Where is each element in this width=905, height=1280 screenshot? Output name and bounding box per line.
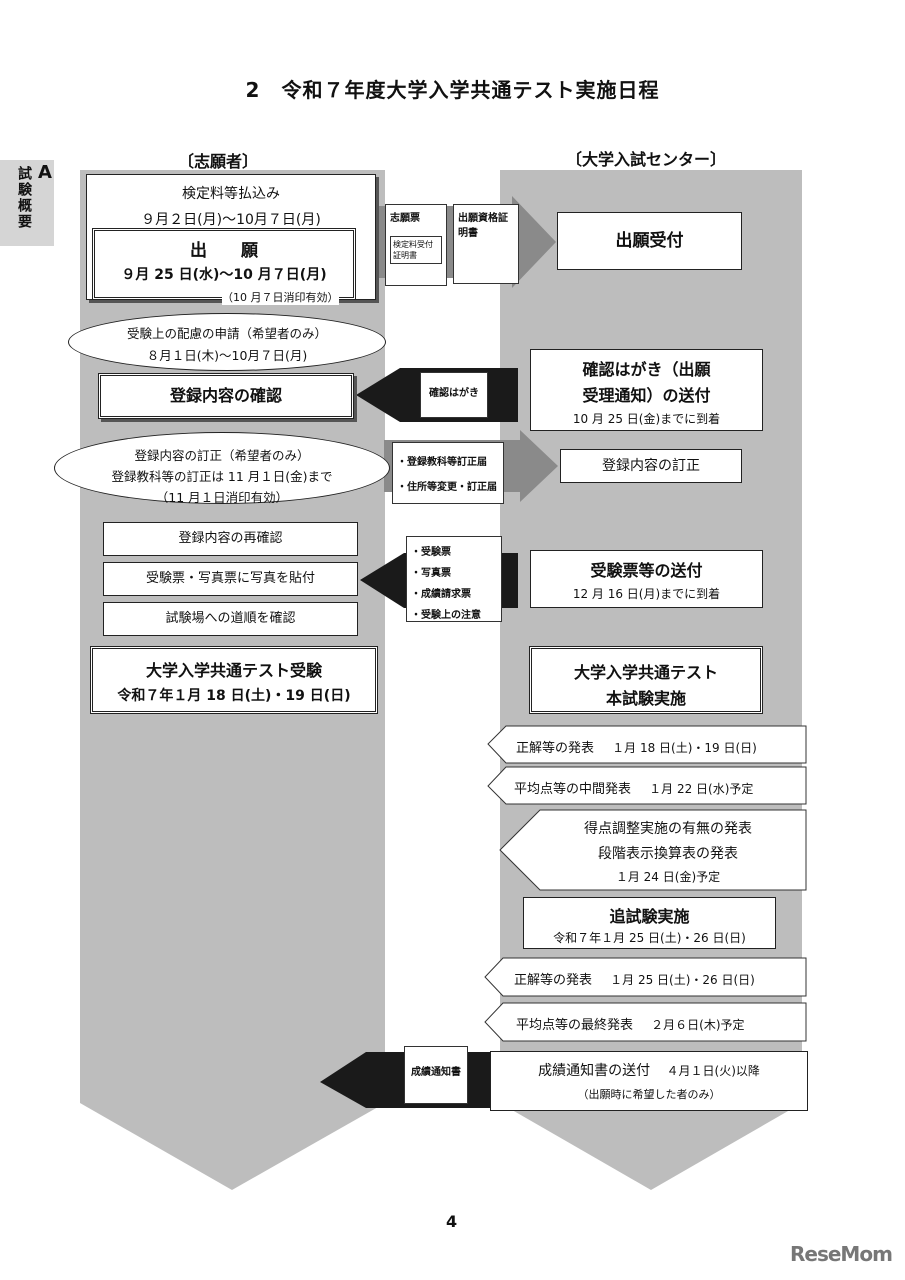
side-tab-letter: A [38,162,52,183]
registration-correction: 登録内容の訂正（希望者のみ） 登録教科等の訂正は 11 月１日(金)まで （11… [54,432,390,505]
reconfirm-box: 登録内容の再確認 [103,522,358,556]
avg-mid: 平均点等の中間発表 １月 22 日(水)予定 [514,778,753,797]
answers1: 正解等の発表 １月 18 日(土)・19 日(日) [516,737,757,756]
doc-correction-2: ・住所等変更・訂正届 [397,482,497,493]
application-title: 出 願 [190,241,258,261]
adjust-line1: 得点調整実施の有無の発表 [584,821,752,837]
main-exam-box: 大学入学共通テスト 本試験実施 [529,646,763,714]
correction-line3: （11 月１日消印有効） [155,490,289,505]
postcard-arrival: 10 月 25 日(金)までに到着 [572,412,721,426]
retest-box: 追試験実施 令和７年１月 25 日(土)・26 日(日) [523,897,776,949]
answers2-date: １月 25 日(土)・26 日(日) [610,973,755,987]
column-header-center: 〔大学入試センター〕 [566,150,727,169]
doc-item-3: ・受験上の注意 [411,610,481,621]
postcard-send-box: 確認はがき（出願 受理通知）の送付 10 月 25 日(金)までに到着 [530,349,763,431]
postcard-doc: 確認はがき [420,372,488,418]
avg-final-label: 平均点等の最終発表 [516,1018,634,1033]
score-send-label: 成績通知書の送付 [538,1063,651,1079]
application-form-doc: 志願票 検定料受付証明書 [385,204,447,286]
doc-correction-1: ・登録教科等訂正届 [397,457,487,468]
side-tab: 試験概要 A [0,160,54,246]
correction-docs: ・登録教科等訂正届 ・住所等変更・訂正届 [392,442,504,504]
adjust-announcement: 得点調整実施の有無の発表 段階表示換算表の発表 １月 24 日(金)予定 [548,818,788,885]
score-send-line: 成績通知書の送付 ４月１日(火)以降 [491,1060,807,1080]
consideration-line1: 受験上の配慮の申請（希望者のみ） [126,326,327,341]
avg-final-date: ２月６日(木)予定 [651,1018,745,1032]
exam-dates: 令和７年１月 18 日(土)・19 日(日) [117,688,351,704]
avg-final-shape [484,1002,807,1042]
fee-title: 検定料等払込み [182,186,280,202]
avg-mid-label: 平均点等の中間発表 [514,782,632,797]
avg-mid-shape [487,766,807,805]
application-box: 出 願 ９月 25 日(水)～10 月７日(月) [92,228,356,300]
fee-dates: ９月２日(月)～10月７日(月) [141,212,321,228]
retest-title: 追試験実施 [609,907,690,926]
answers1-label: 正解等の発表 [516,741,595,756]
doc-application-form: 志願票 [390,213,420,224]
reception-box: 出願受付 [557,212,742,270]
main-exam-line2: 本試験実施 [605,689,686,708]
postcard-line2: 受理通知）の送付 [582,386,711,405]
eligibility-certificate-doc: 出願資格証明書 [453,204,519,284]
postcard-line1: 確認はがき（出願 [582,360,711,379]
main-exam-line1: 大学入学共通テスト [573,663,718,682]
exam-title: 大学入学共通テスト受験 [145,661,322,680]
exam-box: 大学入学共通テスト受験 令和７年１月 18 日(土)・19 日(日) [90,646,378,714]
page-title: 2 令和７年度大学入学共通テスト実施日程 [245,78,660,102]
tickets-arrival: 12 月 16 日(月)までに到着 [572,587,721,601]
score-send-box: 成績通知書の送付 ４月１日(火)以降 （出願時に希望した者のみ） [490,1051,808,1111]
tickets-title: 受験票等の送付 [590,561,703,580]
score-notice-doc: 成績通知書 [404,1046,468,1104]
check-route-box: 試験場への道順を確認 [103,602,358,636]
score-send-note: （出願時に希望した者のみ） [577,1088,721,1101]
doc-item-0: ・受験票 [411,547,451,558]
center-correction-box: 登録内容の訂正 [560,449,742,483]
side-tab-text: 試験概要 [16,166,32,230]
watermark-logo: ReseMom [790,1242,893,1266]
answers2: 正解等の発表 １月 25 日(土)・26 日(日) [514,969,755,988]
doc-item-1: ・写真票 [411,568,451,579]
application-note: （10 月７日消印有効） [222,289,339,305]
consideration-line2: ８月１日(木)～10月７日(月) [146,348,308,363]
score-send-date: ４月１日(火)以降 [666,1064,760,1078]
answers1-date: １月 18 日(土)・19 日(日) [612,741,757,755]
avg-mid-date: １月 22 日(水)予定 [649,782,754,796]
confirm-registration-box: 登録内容の確認 [98,373,354,419]
answers2-label: 正解等の発表 [514,973,593,988]
doc-fee-certificate: 検定料受付証明書 [390,236,442,264]
application-dates: ９月 25 日(水)～10 月７日(月) [121,267,327,283]
adjust-shape [499,809,807,891]
consideration-request: 受験上の配慮の申請（希望者のみ） ８月１日(木)～10月７日(月) [68,313,386,371]
correction-line2: 登録教科等の訂正は 11 月１日(金)まで [111,469,333,484]
answers1-shape [487,725,807,764]
doc-item-2: ・成績請求票 [411,589,471,600]
adjust-line2: 段階表示換算表の発表 [598,846,738,862]
attach-photo-box: 受験票・写真票に写真を貼付 [103,562,358,596]
answers2-shape [484,957,807,997]
tickets-send-box: 受験票等の送付 12 月 16 日(月)までに到着 [530,550,763,608]
avg-final: 平均点等の最終発表 ２月６日(木)予定 [516,1014,745,1033]
tickets-docs: ・受験票 ・写真票 ・成績請求票 ・受験上の注意 [406,536,502,622]
correction-line1: 登録内容の訂正（希望者のみ） [134,448,310,463]
retest-dates: 令和７年１月 25 日(土)・26 日(日) [553,931,746,945]
column-header-applicant: 〔志願者〕 [178,152,259,171]
page-number: 4 [446,1212,458,1231]
adjust-date: １月 24 日(金)予定 [615,870,721,884]
